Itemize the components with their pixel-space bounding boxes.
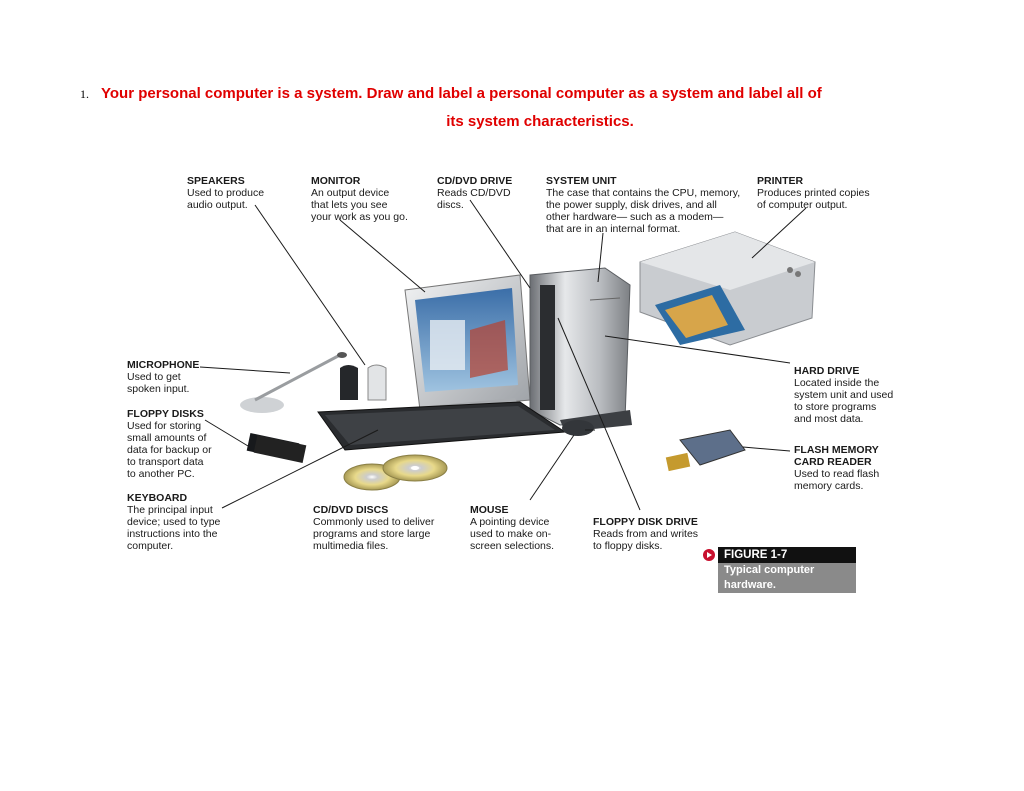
leader-lines [199, 199, 807, 511]
label-cd-dvd-drive: CD/DVD DRIVE Reads CD/DVD discs. [437, 175, 513, 211]
system-unit-image [529, 267, 632, 432]
label-hard-drive: HARD DRIVE Located inside the system uni… [794, 365, 894, 425]
speakers-image [340, 364, 387, 401]
figure-caption-line-1: Typical computer [724, 564, 815, 576]
question-number: 1. [80, 87, 89, 101]
label-microphone: MICROPHONE Used to get spoken input. [127, 359, 200, 395]
figure-caption-line-2: hardware. [724, 579, 776, 591]
label-speakers: SPEAKERS Used to produce audio output. [187, 175, 265, 211]
mouse-image [562, 420, 594, 436]
label-flash-memory-card-reader: FLASH MEMORY CARD READER Used to read fl… [794, 444, 880, 492]
question-line-2: its system characteristics. [446, 113, 634, 130]
question-line-1: 1.Your personal computer is a system. Dr… [80, 85, 822, 102]
label-keyboard: KEYBOARD The principal input device; use… [127, 492, 221, 552]
label-cd-dvd-discs: CD/DVD DISCS Commonly used to deliver pr… [313, 504, 435, 552]
floppy-disks-image [246, 432, 307, 464]
label-monitor: MONITOR An output device that lets you s… [311, 175, 408, 223]
microphone-image [240, 352, 347, 413]
figure-arrow-icon [703, 549, 715, 561]
figure-caption: FIGURE 1-7 Typical computer hardware. [718, 547, 856, 593]
label-floppy-disks: FLOPPY DISKS Used for storing small amou… [127, 408, 212, 480]
question: 1.Your personal computer is a system. Dr… [80, 80, 980, 136]
keyboard-image [317, 401, 567, 451]
label-mouse: MOUSE A pointing device used to make on-… [470, 504, 555, 552]
label-printer: PRINTER Produces printed copies of compu… [757, 175, 870, 211]
printer-image [639, 231, 816, 346]
figure-caption-heading: FIGURE 1-7 [718, 547, 856, 563]
flash-card-reader-image [665, 429, 746, 472]
label-floppy-disk-drive: FLOPPY DISK DRIVE Reads from and writes … [593, 516, 699, 552]
cd-discs-image [343, 454, 448, 491]
label-system-unit: SYSTEM UNIT The case that contains the C… [546, 175, 741, 235]
